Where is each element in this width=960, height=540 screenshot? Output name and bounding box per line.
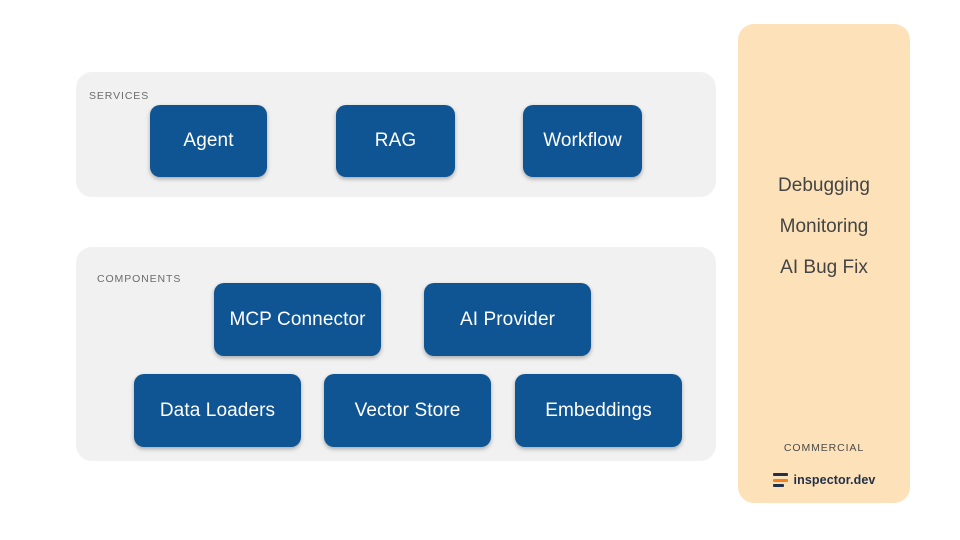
group-label-commercial: COMMERCIAL bbox=[783, 442, 865, 454]
node-data-loaders[interactable]: Data Loaders bbox=[134, 374, 301, 447]
node-ai-provider[interactable]: AI Provider bbox=[424, 283, 591, 356]
node-rag[interactable]: RAG bbox=[336, 105, 455, 177]
commercial-feature-list: Debugging Monitoring AI Bug Fix bbox=[738, 176, 910, 277]
group-label-services: SERVICES bbox=[89, 90, 150, 102]
brand-name: inspector.dev bbox=[793, 473, 876, 487]
node-workflow[interactable]: Workflow bbox=[523, 105, 642, 177]
node-embeddings[interactable]: Embeddings bbox=[515, 374, 682, 447]
feature-item-debugging: Debugging bbox=[778, 175, 870, 196]
brand-lockup: inspector.dev bbox=[772, 473, 876, 487]
commercial-footer: COMMERCIAL inspector.dev bbox=[738, 442, 910, 487]
node-mcp-connector[interactable]: MCP Connector bbox=[214, 283, 381, 356]
node-vector-store[interactable]: Vector Store bbox=[324, 374, 491, 447]
commercial-panel: Debugging Monitoring AI Bug Fix COMMERCI… bbox=[738, 24, 910, 503]
group-label-components: COMPONENTS bbox=[97, 273, 182, 285]
feature-item-monitoring: Monitoring bbox=[779, 216, 869, 237]
node-agent[interactable]: Agent bbox=[150, 105, 267, 177]
feature-item-ai-bug-fix: AI Bug Fix bbox=[780, 257, 868, 278]
inspector-logo-icon bbox=[772, 473, 788, 487]
